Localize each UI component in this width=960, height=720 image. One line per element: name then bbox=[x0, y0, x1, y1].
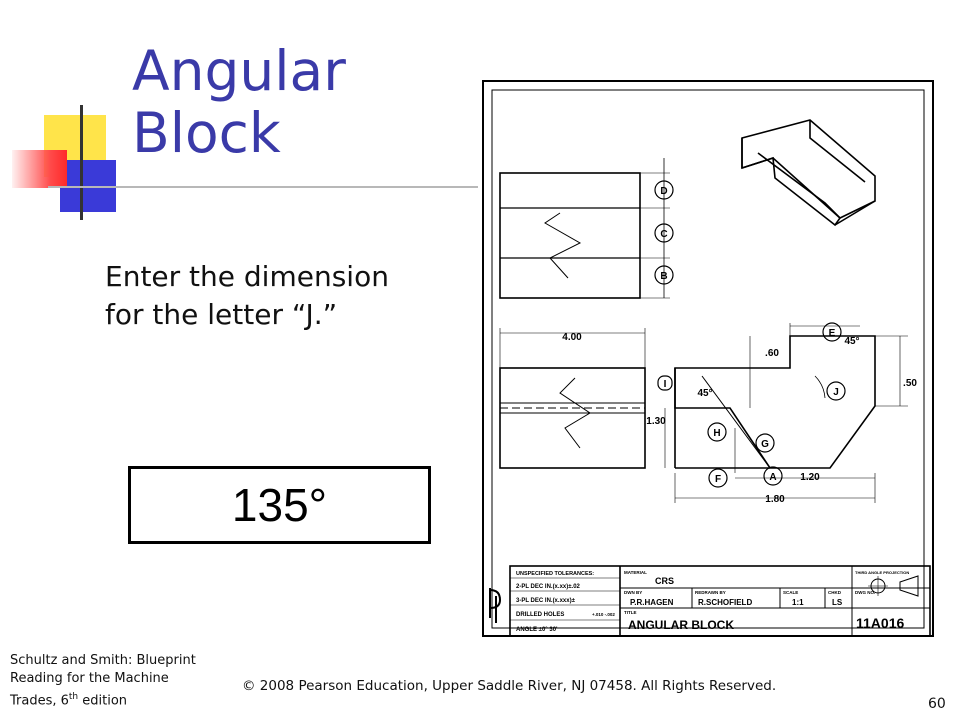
tb-drilled-tol: +.010 -.002 bbox=[592, 612, 615, 617]
tb-scale-label: SCALE bbox=[783, 590, 798, 595]
dim-0-50: .50 bbox=[903, 378, 917, 389]
tb-redrawn: R.SCHOFIELD bbox=[698, 598, 752, 607]
tb-material: CRS bbox=[655, 576, 674, 586]
page-number: 60 bbox=[928, 696, 946, 712]
tb-redrawn-label: REDRAWN BY bbox=[695, 590, 726, 595]
letter-d: D bbox=[660, 186, 667, 197]
title-block bbox=[509, 565, 931, 637]
tb-tolerances-head: UNSPECIFIED TOLERANCES: bbox=[516, 571, 594, 577]
question-text: Enter the dimension for the letter “J.” bbox=[105, 260, 389, 331]
answer-value: 135° bbox=[231, 479, 328, 531]
credit-line-3: Trades, 6th edition bbox=[10, 688, 240, 710]
blueprint-drawing: D C B E J I H G F A 4.00 .60 .50 1.30 1.… bbox=[482, 80, 934, 637]
letter-h: H bbox=[713, 428, 720, 439]
drawing-border bbox=[482, 80, 934, 637]
credit-line-1: Schultz and Smith: Blueprint bbox=[10, 653, 196, 668]
footer-credit: Schultz and Smith: Blueprint Reading for… bbox=[10, 652, 240, 710]
letter-e: E bbox=[829, 328, 836, 339]
dim-1-80: 1.80 bbox=[765, 494, 785, 505]
title-line-1: Angular bbox=[132, 39, 346, 103]
tb-projection-label: THIRD ANGLE PROJECTION bbox=[855, 570, 909, 575]
tb-scale: 1:1 bbox=[792, 598, 804, 607]
tb-dwn: P.R.HAGEN bbox=[630, 598, 674, 607]
front-view bbox=[499, 328, 646, 469]
decor-vertical-line bbox=[80, 105, 83, 220]
tb-dwgno-label: DWG NO. bbox=[855, 590, 875, 595]
letter-j: J bbox=[833, 387, 839, 398]
tb-title: ANGULAR BLOCK bbox=[628, 618, 734, 632]
side-view bbox=[664, 323, 908, 503]
credit-sup: th bbox=[68, 692, 79, 702]
answer-box: 135° bbox=[128, 466, 431, 544]
dim-45-right: 45° bbox=[844, 336, 859, 347]
tb-title-label: TITLE bbox=[624, 610, 637, 615]
dim-45-left: 45° bbox=[697, 388, 712, 399]
letter-i: I bbox=[664, 379, 667, 390]
credit-line-3-post: edition bbox=[78, 693, 128, 709]
tb-drilled: DRILLED HOLES bbox=[516, 612, 564, 618]
slide-title: Angular Block bbox=[132, 40, 346, 164]
title-line-2: Block bbox=[132, 101, 281, 165]
tb-dwn-label: DWN BY bbox=[624, 590, 642, 595]
publisher-logo-icon bbox=[489, 588, 502, 623]
letter-b: B bbox=[660, 271, 667, 282]
copyright-notice: © 2008 Pearson Education, Upper Saddle R… bbox=[242, 678, 777, 694]
tb-tol-3pl: 3-PL DEC IN.(x.xxx)± bbox=[516, 598, 576, 604]
dim-1-20: 1.20 bbox=[800, 472, 820, 483]
top-view bbox=[499, 158, 670, 299]
letter-g: G bbox=[761, 439, 769, 450]
dim-0-60: .60 bbox=[765, 348, 779, 359]
tb-angle-tol: ANGLE ±0° 30' bbox=[516, 627, 558, 633]
letter-f: F bbox=[715, 474, 721, 485]
letter-c: C bbox=[660, 229, 667, 240]
tb-tol-2pl: 2-PL DEC IN.(x.xx)±.02 bbox=[516, 584, 581, 590]
isometric-view bbox=[741, 119, 876, 227]
letter-a: A bbox=[769, 472, 776, 483]
dim-1-30: 1.30 bbox=[646, 416, 666, 427]
dim-4-00: 4.00 bbox=[562, 332, 582, 343]
decor-horizontal-rule bbox=[48, 186, 478, 188]
tb-chkd: LS bbox=[832, 598, 843, 607]
credit-line-3-pre: Trades, 6 bbox=[10, 693, 69, 709]
drawing-inner-border bbox=[491, 89, 925, 629]
credit-line-2: Reading for the Machine bbox=[10, 671, 169, 686]
tb-material-label: MATERIAL bbox=[624, 570, 647, 575]
tb-dwgno: 11A016 bbox=[856, 615, 904, 631]
tb-chkd-label: CHKD bbox=[828, 590, 842, 595]
decor-red-square bbox=[12, 150, 67, 188]
